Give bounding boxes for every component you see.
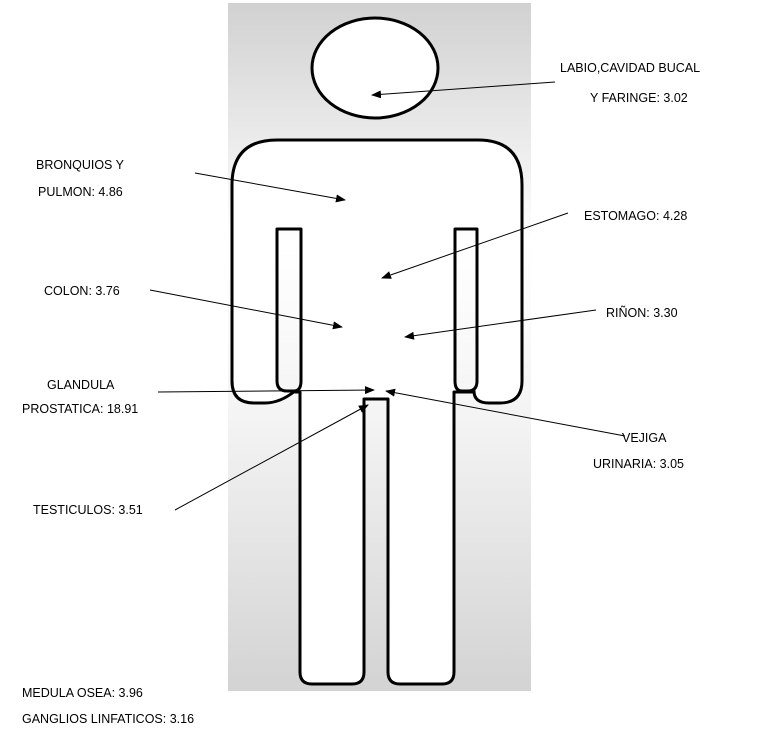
label-medula: MEDULA OSEA: 3.96	[22, 686, 143, 700]
label-labio-line1: LABIO,CAVIDAD BUCAL	[560, 61, 700, 75]
label-vejiga-line1: VEJIGA	[622, 431, 667, 445]
label-testiculos: TESTICULOS: 3.51	[33, 503, 143, 517]
label-bronquios-line1: BRONQUIOS Y	[36, 158, 125, 172]
head-figure	[312, 18, 438, 118]
label-estomago: ESTOMAGO: 4.28	[584, 209, 687, 223]
label-glandula-line2: PROSTATICA: 18.91	[22, 402, 138, 416]
label-labio-line2: Y FARINGE: 3.02	[590, 91, 688, 105]
label-glandula-line1: GLANDULA	[47, 378, 115, 392]
label-colon: COLON: 3.76	[44, 284, 120, 298]
label-vejiga-line2: URINARIA: 3.05	[593, 457, 684, 471]
label-ganglios: GANGLIOS LINFATICOS: 3.16	[22, 712, 194, 726]
label-bronquios-line2: PULMON: 4.86	[38, 185, 123, 199]
label-rinon: RIÑON: 3.30	[606, 306, 678, 320]
